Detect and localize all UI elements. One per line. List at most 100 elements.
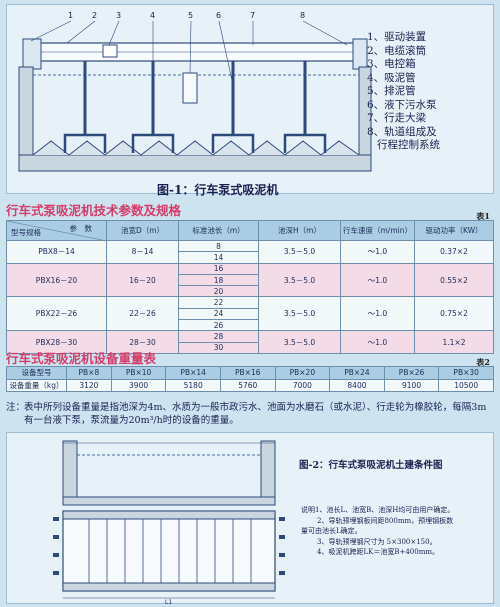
corner-diagonal <box>7 221 107 241</box>
cell-model: PBX8－14 <box>6 240 107 264</box>
table-row: 30 <box>7 341 494 354</box>
col-header-speed: 行车速度（m/min） <box>340 220 415 241</box>
callout-2: 2 <box>92 11 97 20</box>
cell-depth: 3.5－5.0 <box>258 330 341 354</box>
sludge-hoppers <box>32 140 360 156</box>
civil-works-drawing: L1 <box>53 440 285 605</box>
discharge-channel <box>182 72 198 104</box>
note-item: 量可由池长L确定。 <box>301 527 362 535</box>
cell-model: PB×24 <box>329 366 385 380</box>
cell-width: 16－20 <box>106 262 179 298</box>
cell-power: 0.55×2 <box>414 262 494 298</box>
callout-1: 1 <box>68 11 73 20</box>
table-row: PBX8－14 8－14 8 3.5－5.0 ～1.0 0.37×2 <box>6 239 494 264</box>
suction-pipe-3 <box>211 61 255 153</box>
col-header-length: 标准池长（m） <box>178 220 259 241</box>
table-corner-cell: 参 数 型号规格 <box>6 220 107 241</box>
table-row: PBX28－30 28－30 28 3.5－5.0 ～1.0 1.1×2 <box>6 330 494 354</box>
corner-top-label: 参 数 <box>69 224 93 233</box>
figure-2-notes: 说明1、池长L、池宽B、池深H均可由用户确定。 2、导轨预埋钢板间距800mm，… <box>301 505 491 558</box>
table-1-number: 表1 <box>476 211 490 221</box>
cell-length: 30 <box>178 341 259 354</box>
tank-floor <box>18 154 372 172</box>
legend-item: 3、电控箱 <box>367 58 416 70</box>
spec-table: 参 数 型号规格 池宽D（m） 标准池长（m） 池深H（m） 行车速度（m/mi… <box>6 220 494 354</box>
callout-6: 6 <box>216 11 221 20</box>
col-header-power: 驱动功率（KW） <box>414 220 494 241</box>
cell-weight: 10500 <box>438 378 494 392</box>
section-2-title: 行车式泵吸泥机设备重量表 <box>6 351 157 366</box>
cell-weight: 8400 <box>329 378 385 392</box>
legend-item: 4、吸泥管 <box>367 71 416 84</box>
cell-length: 16 <box>178 262 259 275</box>
cell-speed: ～1.0 <box>340 262 415 298</box>
cell-length: 20 <box>178 285 259 298</box>
cell-model: PBX22－26 <box>6 296 107 332</box>
cell-weight: 3120 <box>66 378 112 392</box>
cell-speed: ～1.0 <box>340 240 415 264</box>
callout-4: 4 <box>150 11 155 20</box>
cell-weight: 7000 <box>274 378 331 392</box>
cell-length: 28 <box>178 330 259 343</box>
section-floor <box>62 496 276 506</box>
drive-unit-right <box>352 38 368 70</box>
cell-weight: 9100 <box>383 378 440 392</box>
control-box <box>102 44 118 58</box>
figure-1-caption: 图-1：行车泵式吸泥机 <box>157 183 279 197</box>
suction-pipe-2 <box>131 61 175 153</box>
leader-lines <box>30 20 348 86</box>
cell-model: PB×16 <box>219 366 276 380</box>
legend-item: 2、电缆滚筒 <box>367 44 427 57</box>
cell-model: PBX16－20 <box>6 262 107 298</box>
drive-unit-left <box>22 38 42 70</box>
section-wall-left <box>62 440 78 504</box>
plan-bottom-wall <box>62 582 276 592</box>
note-item: 说明1、池长L、池宽B、池深H均可由用户确定。 <box>301 506 455 514</box>
embedded-plates <box>53 517 285 575</box>
row-label-model: 设备型号 <box>6 366 67 380</box>
cell-depth: 3.5－5.0 <box>258 296 341 332</box>
tank-wall-left <box>18 66 34 168</box>
table-row: PBX22－26 22－26 22 3.5－5.0 ～1.0 0.75×2 <box>6 296 494 332</box>
callout-8: 8 <box>300 11 305 20</box>
note-item: 4、吸泥机跨距LK＝池宽B+400mm。 <box>317 548 439 556</box>
note-item: 2、导轨预埋钢板间距800mm，预埋钢板数 <box>317 516 454 525</box>
cell-model: PB×30 <box>438 366 494 380</box>
legend-item: 8、轨道组成及 <box>367 125 437 138</box>
cell-model: PB×14 <box>165 366 221 380</box>
note-text: 表中所列设备重量是指池深为4m、水质为一般市政污水、池面为水磨石（或水泥）、行走… <box>24 402 487 426</box>
note-item: 3、导轨预埋钢尺寸为 5×300×150。 <box>317 537 437 546</box>
section-1-title: 行车式泵吸泥机技术参数及规格 <box>6 203 182 218</box>
plan-outline <box>62 510 276 592</box>
cell-power: 0.75×2 <box>414 296 494 332</box>
legend-item: 6、液下污水泵 <box>367 98 437 111</box>
legend-item: 5、排泥管 <box>367 85 416 97</box>
cell-length: 14 <box>178 251 259 264</box>
legend-item: 7、行走大梁 <box>367 112 427 124</box>
cell-depth: 3.5－5.0 <box>258 262 341 298</box>
table-2-number: 表2 <box>476 357 490 367</box>
plan-hopper-lines <box>88 519 252 583</box>
note-label: 注： <box>6 402 26 413</box>
corner-bottom-label: 型号规格 <box>11 228 41 237</box>
figure-1-legend: 1、驱动装置 2、电缆滚筒 3、电控箱 4、吸泥管 5、排泥管 6、液下污水泵 … <box>367 31 497 153</box>
row-label-weight: 设备重量（kg） <box>6 378 67 392</box>
section-wall-right <box>260 440 276 504</box>
cell-length: 18 <box>178 273 259 287</box>
cell-width: 22－26 <box>106 296 179 332</box>
suction-pipe-4 <box>283 61 327 153</box>
cell-power: 1.1×2 <box>414 330 494 354</box>
length-dimension-label: L1 <box>165 599 172 605</box>
cell-speed: ～1.0 <box>340 296 415 332</box>
cell-model: PB×10 <box>110 366 167 380</box>
cell-model: PB×20 <box>274 366 331 380</box>
cell-length: 8 <box>178 239 259 253</box>
cell-weight: 5180 <box>165 378 221 392</box>
cell-length: 26 <box>178 319 259 332</box>
table-header-row: 参 数 型号规格 池宽D（m） 标准池长（m） 池深H（m） 行车速度（m/mi… <box>6 220 494 241</box>
callout-5: 5 <box>188 11 193 20</box>
legend-item: 1、驱动装置 <box>367 31 427 43</box>
figure-2-caption: 图-2：行车式泵吸泥机土建条件图 <box>299 460 443 471</box>
figure-1: 1 2 3 4 5 6 7 8 1、驱动装置 2、电缆滚筒 3、电控箱 4、吸泥… <box>6 4 497 197</box>
cell-speed: ～1.0 <box>340 330 415 354</box>
